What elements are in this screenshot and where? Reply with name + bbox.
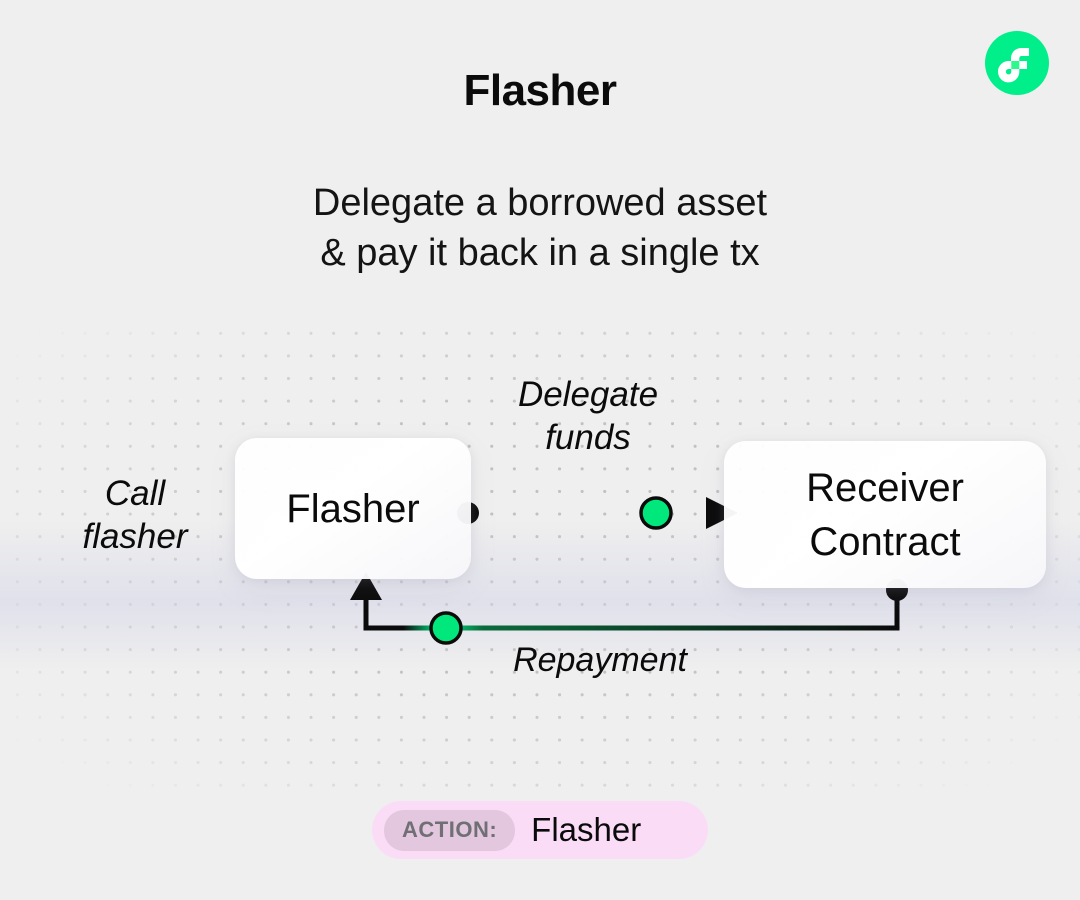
edge-repayment <box>350 572 908 645</box>
node-receiver-label-line-2: Contract <box>809 519 961 564</box>
subtitle-line-1: Delegate a borrowed asset <box>312 182 768 224</box>
node-flasher-label: Flasher <box>286 486 420 531</box>
action-badge-value: Flasher <box>531 811 642 848</box>
repayment-token-dot <box>429 611 463 645</box>
node-flasher[interactable]: Flasher <box>235 438 471 579</box>
node-receiver-label-line-1: Receiver <box>806 465 964 510</box>
edge-label-call-flasher: Call flasher <box>30 472 240 558</box>
edge-delegate-funds <box>457 496 738 530</box>
flow-logo-icon <box>985 31 1049 95</box>
edge-label-call-line-2: flasher <box>82 517 188 556</box>
action-badge: ACTION: Flasher <box>372 801 708 859</box>
action-badge-tag: ACTION: <box>384 809 516 851</box>
page-title: Flasher <box>463 66 617 115</box>
edge-label-delegate-line-2: funds <box>545 418 631 457</box>
edge-label-call-line-1: Call <box>104 474 166 513</box>
edge-label-delegate-funds: Delegate funds <box>438 373 738 459</box>
delegate-token-dot <box>639 496 673 530</box>
page-subtitle: Delegate a borrowed asset & pay it back … <box>0 178 1080 278</box>
node-receiver-contract[interactable]: Receiver Contract <box>724 441 1046 588</box>
edge-label-delegate-line-1: Delegate <box>517 375 659 414</box>
edge-label-repayment: Repayment <box>513 641 687 679</box>
subtitle-line-2: & pay it back in a single tx <box>320 232 760 274</box>
